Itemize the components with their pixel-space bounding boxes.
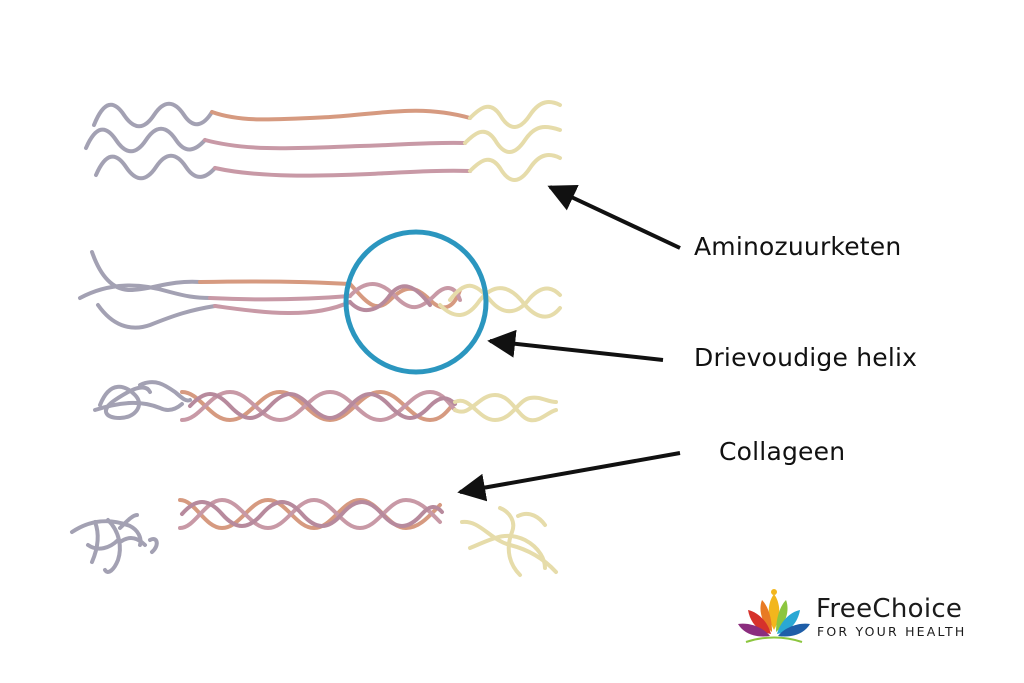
annotation-arrows (457, 185, 681, 502)
chain-top-gray (92, 101, 214, 129)
brand-logo: FreeChoice FOR YOUR HEALTH (736, 586, 986, 646)
chain-mid-gray (84, 126, 207, 154)
amino-acid-chains (84, 100, 562, 182)
chain-mid-cream (463, 125, 562, 154)
full-triple-helix (93, 380, 558, 423)
chain-bot-pink (213, 166, 472, 178)
chain-top-salmon (210, 108, 472, 122)
brand-name: FreeChoice (816, 594, 963, 624)
arrow-collagen (457, 451, 681, 502)
chain-top-cream (468, 100, 562, 129)
label-triple-helix: Drievoudige helix (694, 343, 918, 372)
collagen-molecule (178, 497, 444, 531)
cleaved-propeptide-left (70, 513, 159, 574)
brand-tagline: FOR YOUR HEALTH (817, 624, 967, 639)
chain-mid-pink (203, 138, 467, 151)
forming-triple-helix (78, 250, 562, 330)
chain-bot-cream (468, 153, 562, 182)
label-collagen: Collageen (719, 437, 846, 466)
cleaved-propeptide-right (460, 506, 558, 577)
arrow-amino-chain (547, 185, 681, 250)
label-amino-acid-chain: Aminozuurketen (694, 232, 902, 261)
arrow-triple-helix (487, 329, 664, 362)
helix-highlight-circle (343, 229, 489, 375)
lotus-logo-icon (738, 589, 810, 643)
chain-bot-gray (94, 153, 217, 181)
